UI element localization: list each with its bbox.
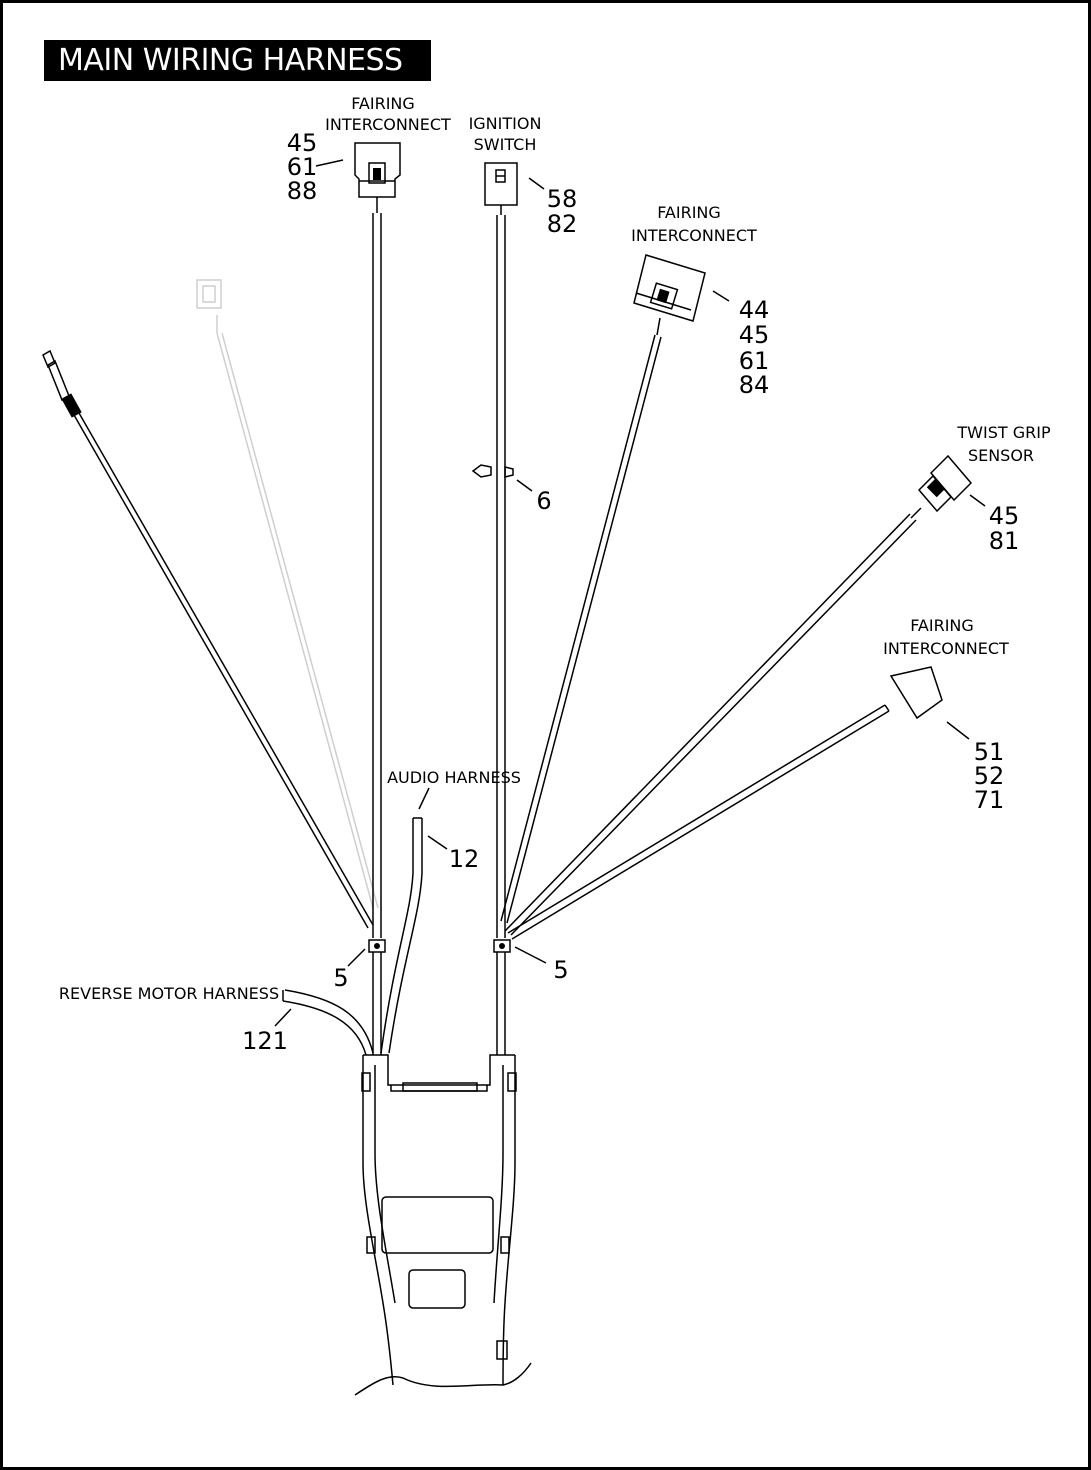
wiring-diagram: FAIRING INTERCONNECT IGNITION SWITCH FAI… xyxy=(42,94,1051,1396)
fairing-right-label-1: FAIRING xyxy=(657,203,721,222)
twist-grip-sensor-connector xyxy=(504,454,973,936)
callout-clamp-left: 5 xyxy=(333,964,348,992)
callout-fairing-right-1: 44 xyxy=(739,296,770,324)
callout-ignition-2: 82 xyxy=(547,210,578,238)
ignition-switch-connector xyxy=(484,162,518,938)
callout-fairing-top-2: 61 xyxy=(287,153,318,181)
reverse-motor-harness-wire xyxy=(282,989,374,1056)
clamp-right xyxy=(493,939,511,1055)
reverse-motor-label: REVERSE MOTOR HARNESS xyxy=(59,984,279,1003)
callout-fairing-right-2: 45 xyxy=(739,321,770,349)
callout-fairing-right-3: 61 xyxy=(739,347,770,375)
fairing-top-label-1: FAIRING xyxy=(351,94,415,113)
fairing-right-label-2: INTERCONNECT xyxy=(631,226,757,245)
antenna-connector xyxy=(42,349,374,929)
callout-clamp-right: 5 xyxy=(553,956,568,984)
twist-grip-label-1: TWIST GRIP xyxy=(956,423,1051,442)
callout-audio: 12 xyxy=(449,845,480,873)
fairing-top-label-2: INTERCONNECT xyxy=(325,115,451,134)
ghost-connector xyxy=(196,279,379,909)
twist-grip-label-2: SENSOR xyxy=(968,446,1034,465)
callout-fairing-top-3: 88 xyxy=(287,177,318,205)
fairing-interconnect-low-connector xyxy=(507,666,943,940)
callout-fairing-top-1: 45 xyxy=(287,129,318,157)
clamp-left xyxy=(368,939,386,1055)
callout-ignition-1: 58 xyxy=(547,185,578,213)
ignition-label-2: SWITCH xyxy=(474,135,537,154)
callout-clip: 6 xyxy=(536,487,551,515)
callout-reverse: 121 xyxy=(242,1027,288,1055)
fairing-low-label-1: FAIRING xyxy=(910,616,974,635)
fairing-interconnect-top-connector xyxy=(354,142,401,938)
callout-fairing-low-1: 51 xyxy=(974,738,1005,766)
audio-harness-wire xyxy=(380,817,423,1054)
page-title: MAIN WIRING HARNESS xyxy=(44,40,431,81)
frame-bracket xyxy=(354,1054,532,1396)
callout-fairing-low-3: 71 xyxy=(974,786,1005,814)
fairing-interconnect-right-connector xyxy=(500,254,706,924)
fairing-low-label-2: INTERCONNECT xyxy=(883,639,1009,658)
push-clip xyxy=(471,464,514,478)
callout-fairing-right-4: 84 xyxy=(739,371,770,399)
callout-fairing-low-2: 52 xyxy=(974,762,1005,790)
callout-twist-grip-1: 45 xyxy=(989,502,1020,530)
leader-lines xyxy=(274,159,986,1027)
callout-twist-grip-2: 81 xyxy=(989,527,1020,555)
ignition-label-1: IGNITION xyxy=(469,114,542,133)
audio-harness-label: AUDIO HARNESS xyxy=(387,768,521,787)
